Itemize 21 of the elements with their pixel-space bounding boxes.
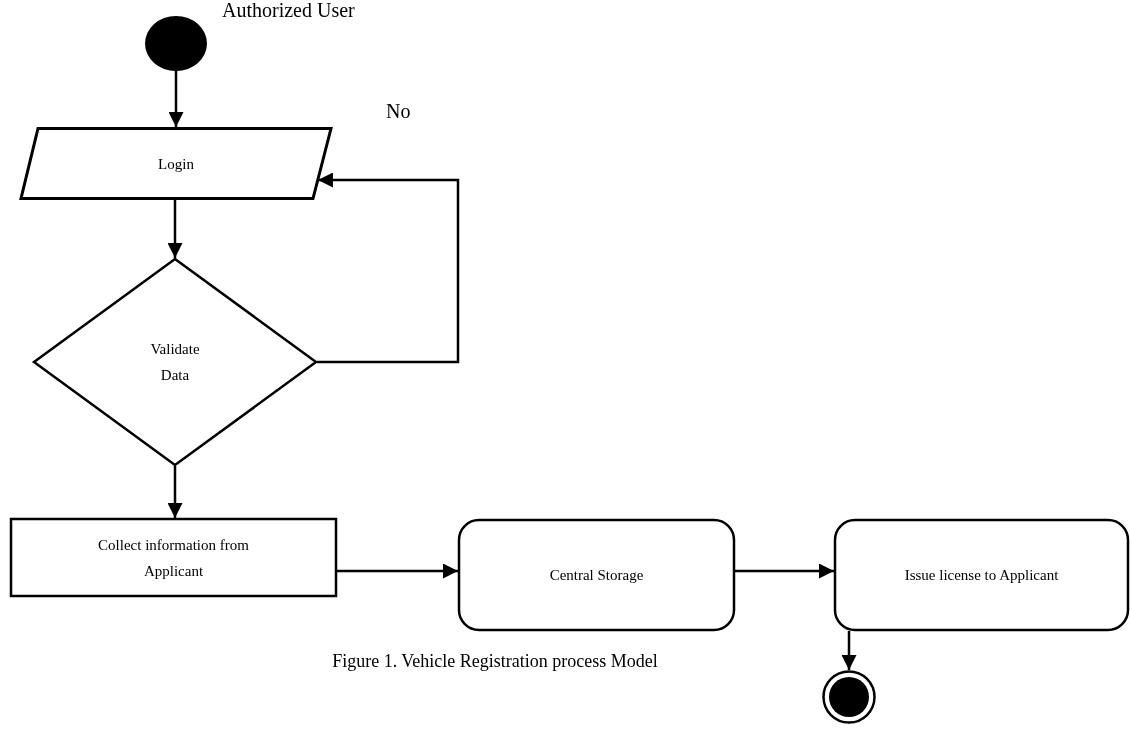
node-label: Login [157,154,195,174]
arrow [337,563,458,579]
arrow [735,563,834,579]
decision-diamond [33,258,317,466]
end-node [822,670,876,724]
arrow [167,200,183,258]
input-parallelogram [20,127,332,200]
arrow [841,631,857,670]
start-node [145,16,207,71]
activity-box [458,519,735,631]
node-label: Central Storage [548,565,645,585]
actor-label: Authorized User [222,0,355,22]
node-label: Issue license to Applicant [903,565,1060,585]
arrow [168,71,184,127]
node-label: Collect information from Applicant [97,535,250,581]
arrow [167,466,183,518]
figure-caption: Figure 1. Vehicle Registration process Model [332,651,658,672]
process-box [10,518,337,597]
activity-box [834,519,1129,631]
node-label: Validate Data [149,339,201,385]
arrow [317,172,460,364]
